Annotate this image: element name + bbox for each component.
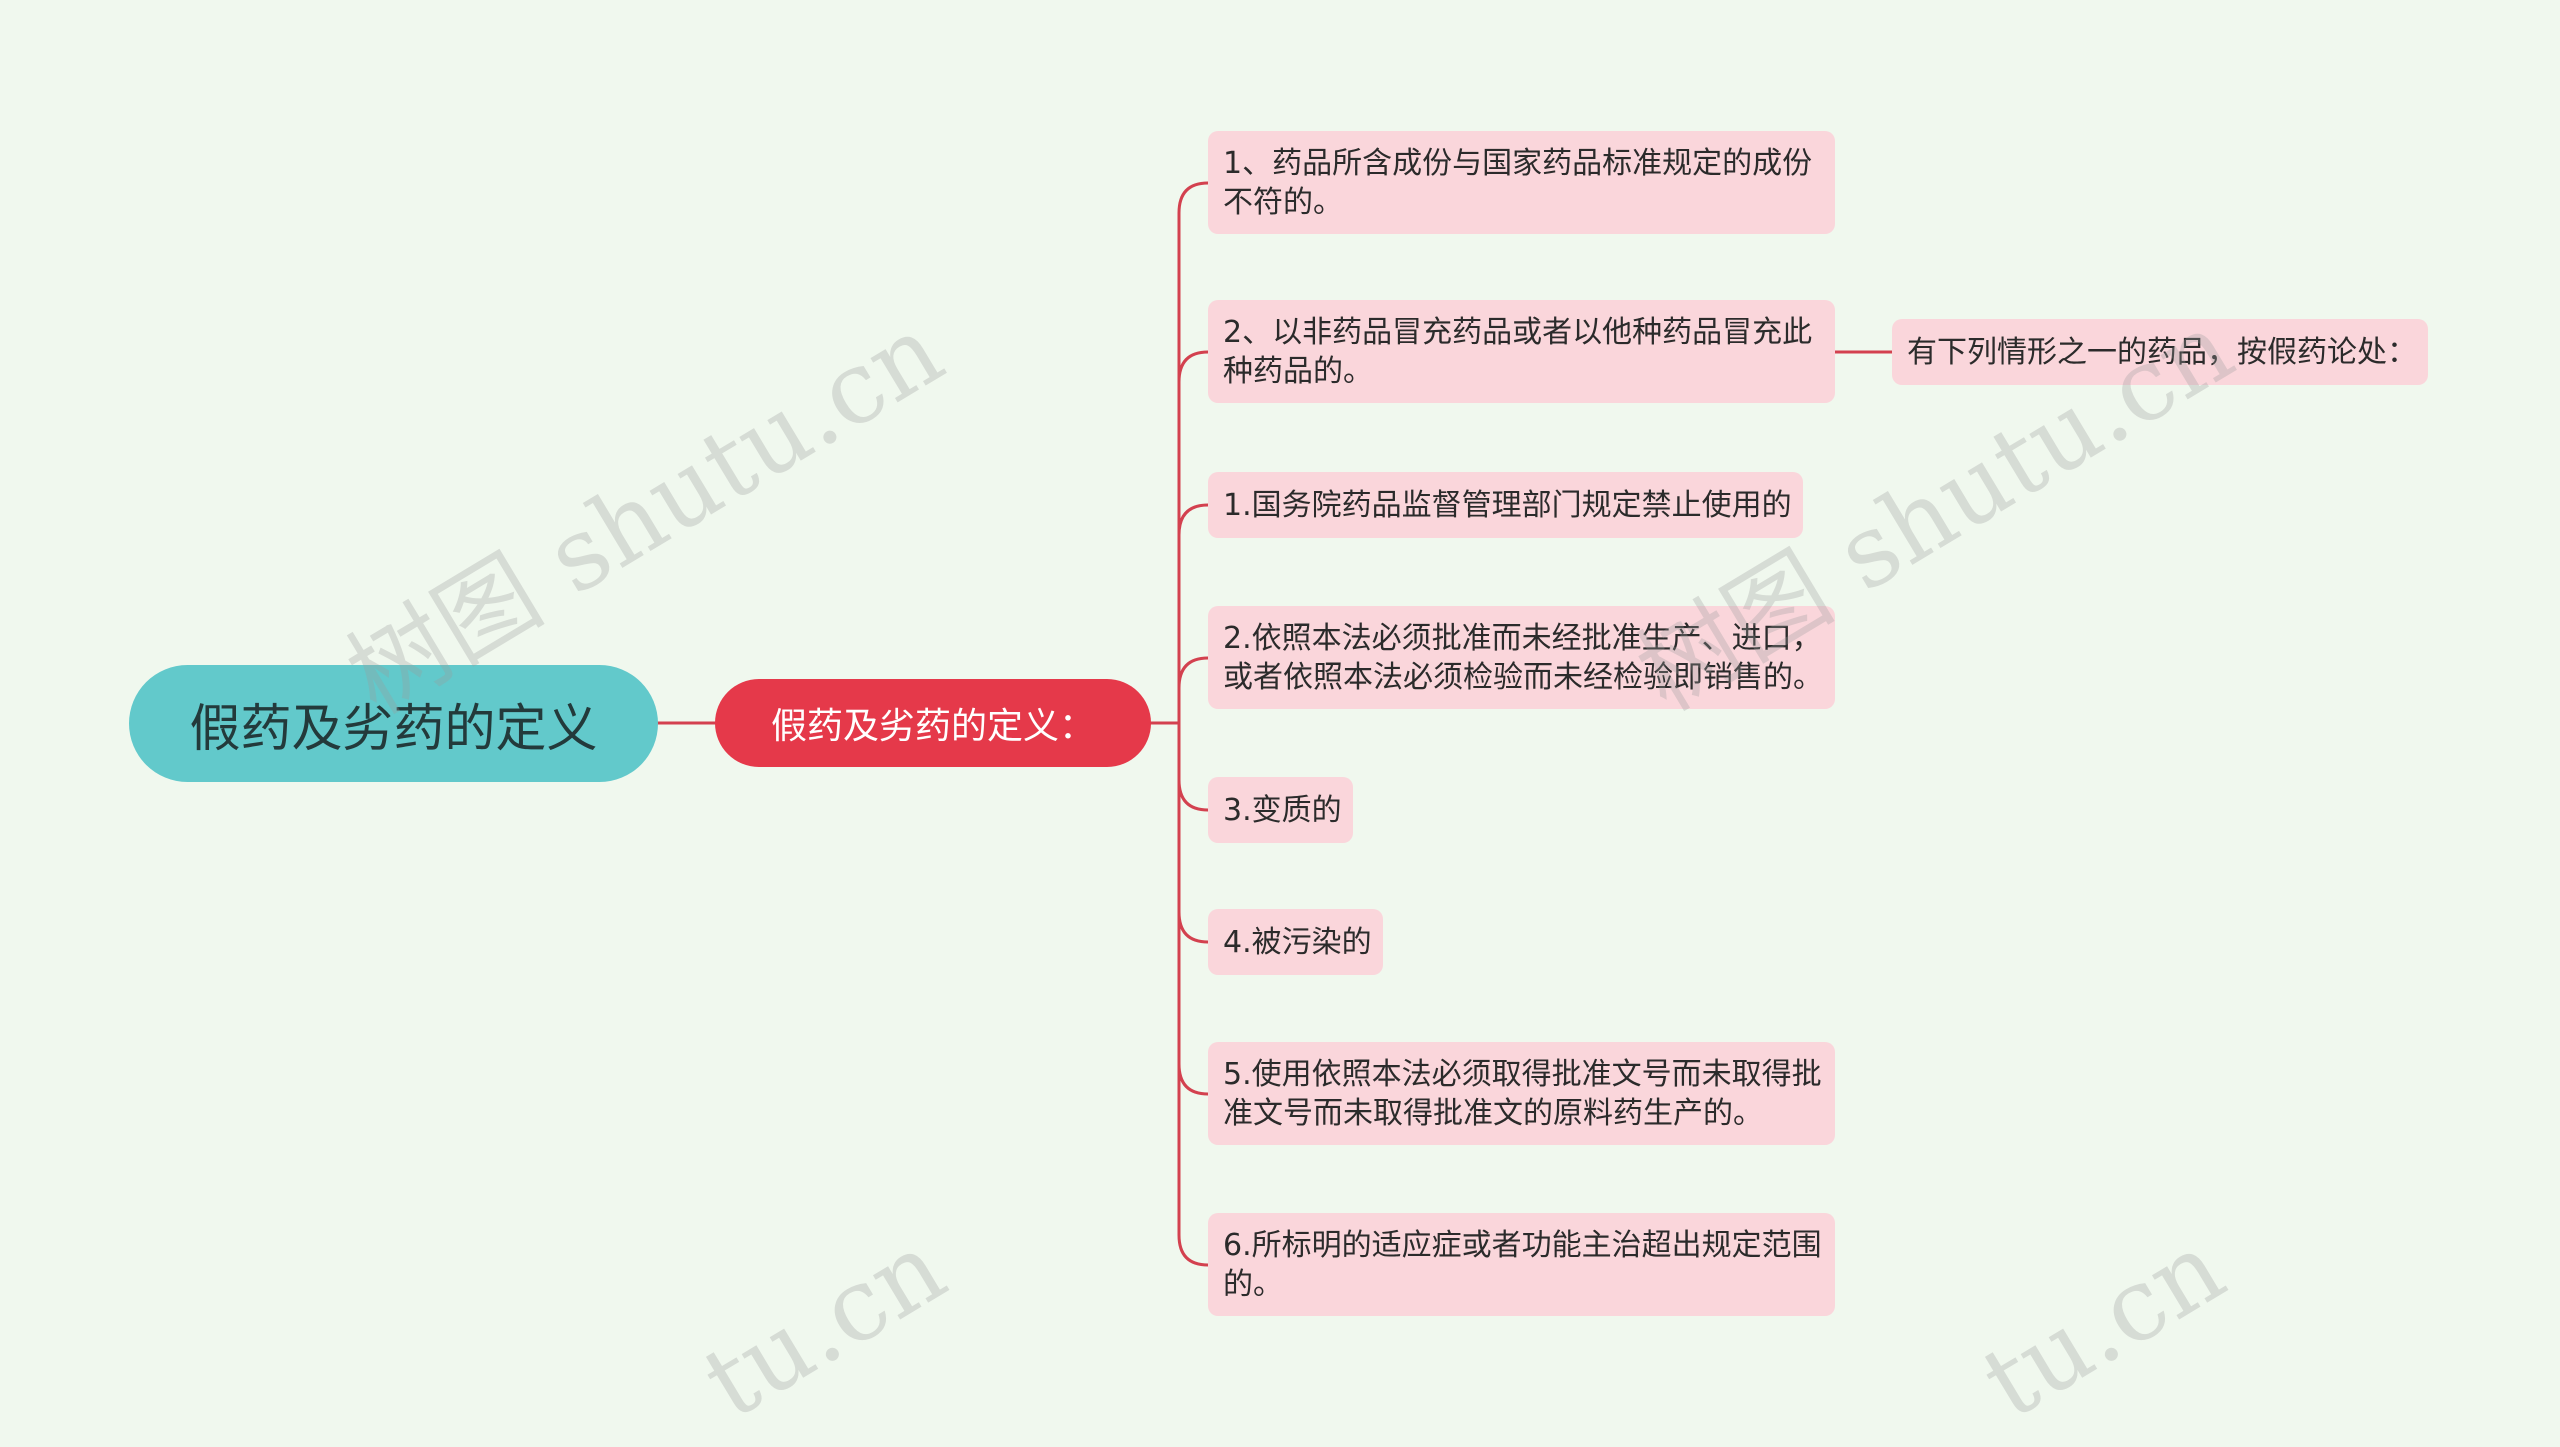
- leaf-topic-label: 5.使用依照本法必须取得批准文号而未取得批准文号而未取得批准文的原料药生产的。: [1223, 1056, 1822, 1131]
- leaf-topic-8[interactable]: 6.所标明的适应症或者功能主治超出规定范围的。: [1208, 1213, 1835, 1316]
- leaf-topic-label: 2、以非药品冒充药品或者以他种药品冒充此种药品的。: [1223, 314, 1813, 389]
- connector-leaf-7: [1177, 721, 1210, 1096]
- leaf-topic-label: 1、药品所含成份与国家药品标准规定的成份不符的。: [1223, 145, 1813, 220]
- leaf-topic-1[interactable]: 1、药品所含成份与国家药品标准规定的成份不符的。: [1208, 131, 1835, 234]
- root-topic[interactable]: 假药及劣药的定义: [129, 665, 658, 782]
- root-topic-label: 假药及劣药的定义: [189, 699, 598, 759]
- main-branch-label: 假药及劣药的定义：: [770, 706, 1095, 747]
- main-branch-topic[interactable]: 假药及劣药的定义：: [715, 679, 1151, 767]
- connector-leaf-3: [1177, 503, 1210, 725]
- leaf-topic-3[interactable]: 1.国务院药品监督管理部门规定禁止使用的: [1208, 472, 1803, 538]
- leaf-topic-label: 2.依照本法必须批准而未经批准生产、进口，或者依照本法必须检验而未经检验即销售的…: [1223, 620, 1823, 695]
- connector-leaf-2: [1177, 350, 1210, 725]
- connector-leaf-6: [1177, 721, 1210, 944]
- leaf-topic-label: 3.变质的: [1223, 792, 1342, 828]
- leaf-topic-7[interactable]: 5.使用依照本法必须取得批准文号而未取得批准文号而未取得批准文的原料药生产的。: [1208, 1042, 1835, 1145]
- connector-leaf-4: [1177, 656, 1210, 725]
- connector-leaf-5: [1177, 721, 1210, 812]
- leaf-topic-6[interactable]: 4.被污染的: [1208, 909, 1383, 975]
- connector-leaf-1: [1177, 181, 1210, 725]
- sub-topic[interactable]: 有下列情形之一的药品，按假药论处：: [1892, 319, 2428, 385]
- leaf-topic-label: 6.所标明的适应症或者功能主治超出规定范围的。: [1223, 1227, 1822, 1302]
- leaf-topic-4[interactable]: 2.依照本法必须批准而未经批准生产、进口，或者依照本法必须检验而未经检验即销售的…: [1208, 606, 1835, 709]
- leaf-topic-label: 1.国务院药品监督管理部门规定禁止使用的: [1223, 487, 1792, 523]
- leaf-topic-label: 4.被污染的: [1223, 924, 1372, 960]
- leaf-topic-2[interactable]: 2、以非药品冒充药品或者以他种药品冒充此种药品的。: [1208, 300, 1835, 403]
- leaf-topic-5[interactable]: 3.变质的: [1208, 777, 1353, 843]
- sub-topic-label: 有下列情形之一的药品，按假药论处：: [1907, 334, 2417, 370]
- connector-leaf-8: [1177, 721, 1210, 1267]
